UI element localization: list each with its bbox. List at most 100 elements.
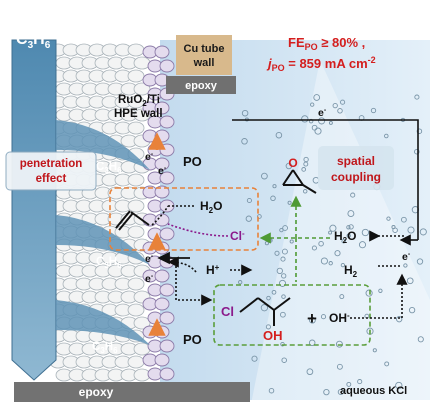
electron-wall-2: e-: [158, 165, 167, 177]
bubble: [301, 167, 307, 172]
gas-label-2: C3H6: [96, 256, 122, 270]
bubble: [414, 94, 420, 100]
bubble: [246, 197, 252, 204]
bubble: [282, 225, 288, 231]
catalyst-grain: [159, 171, 175, 185]
water-label-right: H2O: [334, 229, 356, 245]
wall-pore: [127, 121, 145, 135]
bubble: [337, 388, 344, 396]
bubble: [396, 316, 403, 323]
bubble: [318, 117, 326, 125]
water-label-left: H2O: [200, 199, 222, 215]
wall-pore: [133, 342, 151, 356]
gas-stream-2: [56, 215, 150, 265]
bubble: [302, 189, 308, 194]
bubble: [329, 224, 337, 232]
wall-pore: [127, 199, 145, 213]
bubble: [346, 225, 351, 230]
catalyst-grain: [159, 143, 175, 157]
wall-pore: [133, 56, 151, 70]
epoxy-bottom-block: [14, 382, 250, 402]
catalyst-grain: [154, 185, 170, 199]
wall-to-chlorohydrin-arrow: [175, 258, 213, 306]
inlet-gas-label: C3H6: [16, 31, 51, 51]
bubble: [261, 172, 268, 180]
po-label-bottom: PO: [183, 332, 202, 347]
bubble: [323, 388, 330, 396]
bubble: [370, 107, 377, 114]
bubble: [361, 228, 370, 237]
bubble: [280, 256, 286, 262]
electron-circuit: e-: [318, 107, 327, 119]
bubble: [260, 304, 269, 312]
bubble: [280, 311, 286, 318]
proton-label: H+: [206, 263, 220, 277]
cu-tube-label-2: wall: [193, 57, 215, 69]
cu-tube-wall-block: [176, 35, 232, 75]
bubble: [301, 115, 309, 123]
bubble: [275, 131, 283, 139]
catalyst-grain: [159, 115, 175, 129]
catalyst-grain: [159, 227, 175, 241]
chloride-link: [167, 223, 229, 237]
wall-pore: [127, 95, 145, 109]
bubble: [416, 128, 423, 134]
bubble: [281, 357, 287, 363]
bubble: [257, 214, 262, 219]
epoxy-top-block: [166, 76, 236, 94]
bubble: [314, 127, 322, 135]
bubble: [265, 324, 271, 330]
electron-cathode: e-: [402, 251, 411, 263]
epoxy-top-label: epoxy: [185, 80, 218, 92]
catalyst-grain: [154, 213, 170, 227]
hydrogen-label: H2: [344, 263, 358, 279]
bubble: [372, 348, 377, 353]
bubble: [378, 288, 383, 293]
bubble: [348, 224, 354, 230]
bubble: [414, 148, 420, 155]
po-label-top: PO: [183, 154, 202, 169]
plus-sign: +: [307, 309, 317, 328]
electrolyte-region: [160, 40, 430, 400]
catalyst-grain: [159, 59, 175, 73]
wall-pore: [127, 43, 145, 57]
bubble: [251, 355, 258, 362]
wall-pore: [133, 368, 151, 382]
chlorohydrin-oh: OH: [263, 328, 283, 343]
bubble: [332, 102, 338, 109]
wall-pore: [127, 173, 145, 187]
penetration-line-2: effect: [36, 173, 67, 185]
propylene-structure: [115, 210, 150, 231]
penetration-effect-box: [5, 151, 97, 191]
hydroxide-arrow: [350, 273, 408, 319]
bubble: [238, 280, 243, 285]
bubble: [358, 241, 367, 249]
bubble: [320, 257, 328, 265]
bubble: [308, 339, 316, 347]
wall-pore: [127, 277, 145, 291]
bubble: [278, 279, 287, 287]
propylene-dotted-link: [151, 205, 169, 226]
bubble: [271, 289, 277, 295]
bubble: [416, 258, 424, 265]
catalyst-grain: [159, 339, 175, 353]
wall-pore: [127, 355, 145, 369]
catalyst-grain: [154, 297, 170, 311]
propylene-reaction-box: [109, 187, 259, 251]
spatial-line-1: spatial: [337, 154, 375, 168]
chlorohydrin-cl: Cl: [221, 304, 234, 319]
bubble: [313, 94, 321, 101]
bubble: [384, 133, 389, 139]
chloride-label: Cl-: [230, 229, 245, 243]
catalyst-grain: [159, 311, 175, 325]
wall-pore: [127, 225, 145, 239]
bubble: [309, 316, 316, 324]
bubble: [334, 250, 341, 257]
bubble: [339, 294, 345, 300]
bubble: [320, 314, 327, 320]
catalyst-grain: [154, 45, 170, 59]
bubble: [279, 227, 284, 233]
catalyst-grain: [159, 199, 175, 213]
bubble: [241, 109, 249, 117]
